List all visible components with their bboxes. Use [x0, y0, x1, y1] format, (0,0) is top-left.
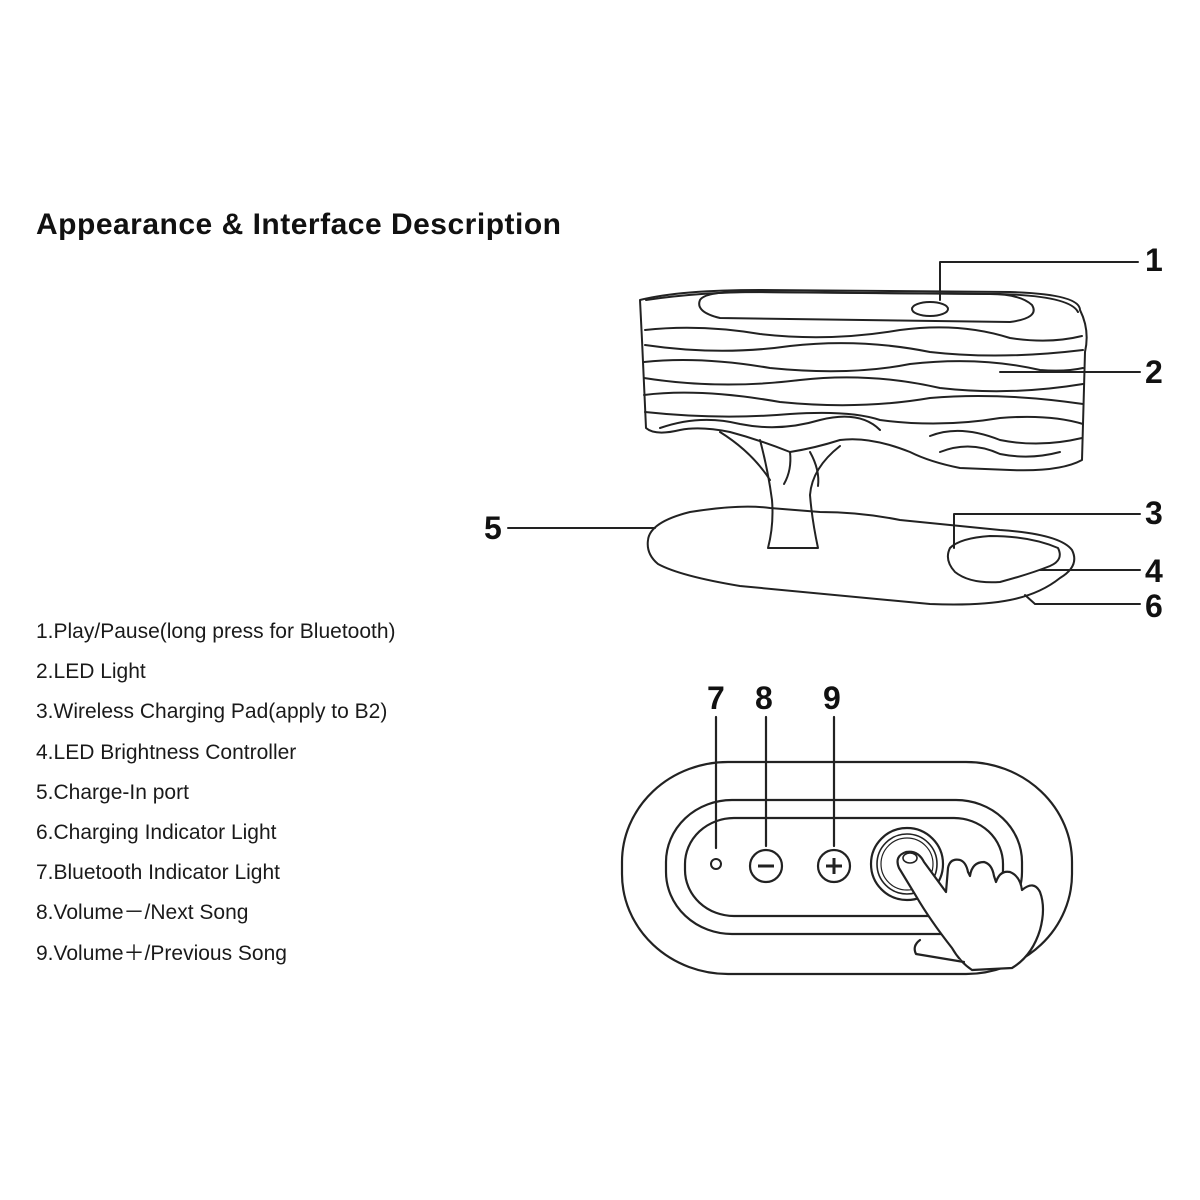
legend-item-7: 7.Bluetooth Indicator Light — [36, 861, 281, 885]
legend-item-1: 1.Play/Pause(long press for Bluetooth) — [36, 620, 396, 643]
charging-pad — [946, 535, 1061, 584]
hand-icon — [896, 850, 1045, 972]
callout-7: 7 — [707, 680, 725, 716]
legend-item-2: 2.LED Light — [36, 660, 146, 684]
bluetooth-indicator-light — [710, 858, 722, 870]
legend-item-9: 9.Volume＋/Previous Song — [36, 941, 287, 965]
top-slot — [698, 291, 1035, 323]
lamp-shade — [639, 289, 1088, 472]
callout-6: 6 — [1145, 588, 1163, 624]
legend-item-8: 8.Volume－/Next Song — [36, 901, 249, 925]
minus-icon — [748, 848, 784, 884]
callout-4: 4 — [1145, 553, 1163, 589]
callout-2: 2 — [1145, 354, 1163, 390]
panel-outer — [620, 760, 1074, 976]
tree-trunk — [759, 439, 841, 549]
play-pause-button-top — [911, 301, 949, 317]
callout-9: 9 — [823, 680, 841, 716]
legend-list: 1.Play/Pause(long press for Bluetooth) 2… — [36, 612, 396, 974]
callout-line-1 — [939, 261, 1139, 301]
panel-inner-ring — [664, 798, 1024, 936]
legend-item-4: 4.LED Brightness Controller — [36, 740, 297, 764]
legend-item-5: 5.Charge-In port — [36, 780, 189, 804]
panel-inner — [683, 816, 1005, 918]
callout-line-3 — [953, 513, 1141, 549]
callout-3: 3 — [1145, 495, 1163, 531]
page-title: Appearance & Interface Description — [36, 208, 562, 241]
callout-8: 8 — [755, 680, 773, 716]
callout-5: 5 — [484, 510, 502, 546]
plus-icon — [816, 848, 852, 884]
legend-item-3: 3.Wireless Charging Pad(apply to B2) — [36, 700, 388, 724]
callout-1: 1 — [1145, 242, 1163, 278]
callout-line-6 — [1024, 594, 1141, 605]
legend-item-6: 6.Charging Indicator Light — [36, 821, 277, 845]
lamp-base — [646, 505, 1076, 606]
